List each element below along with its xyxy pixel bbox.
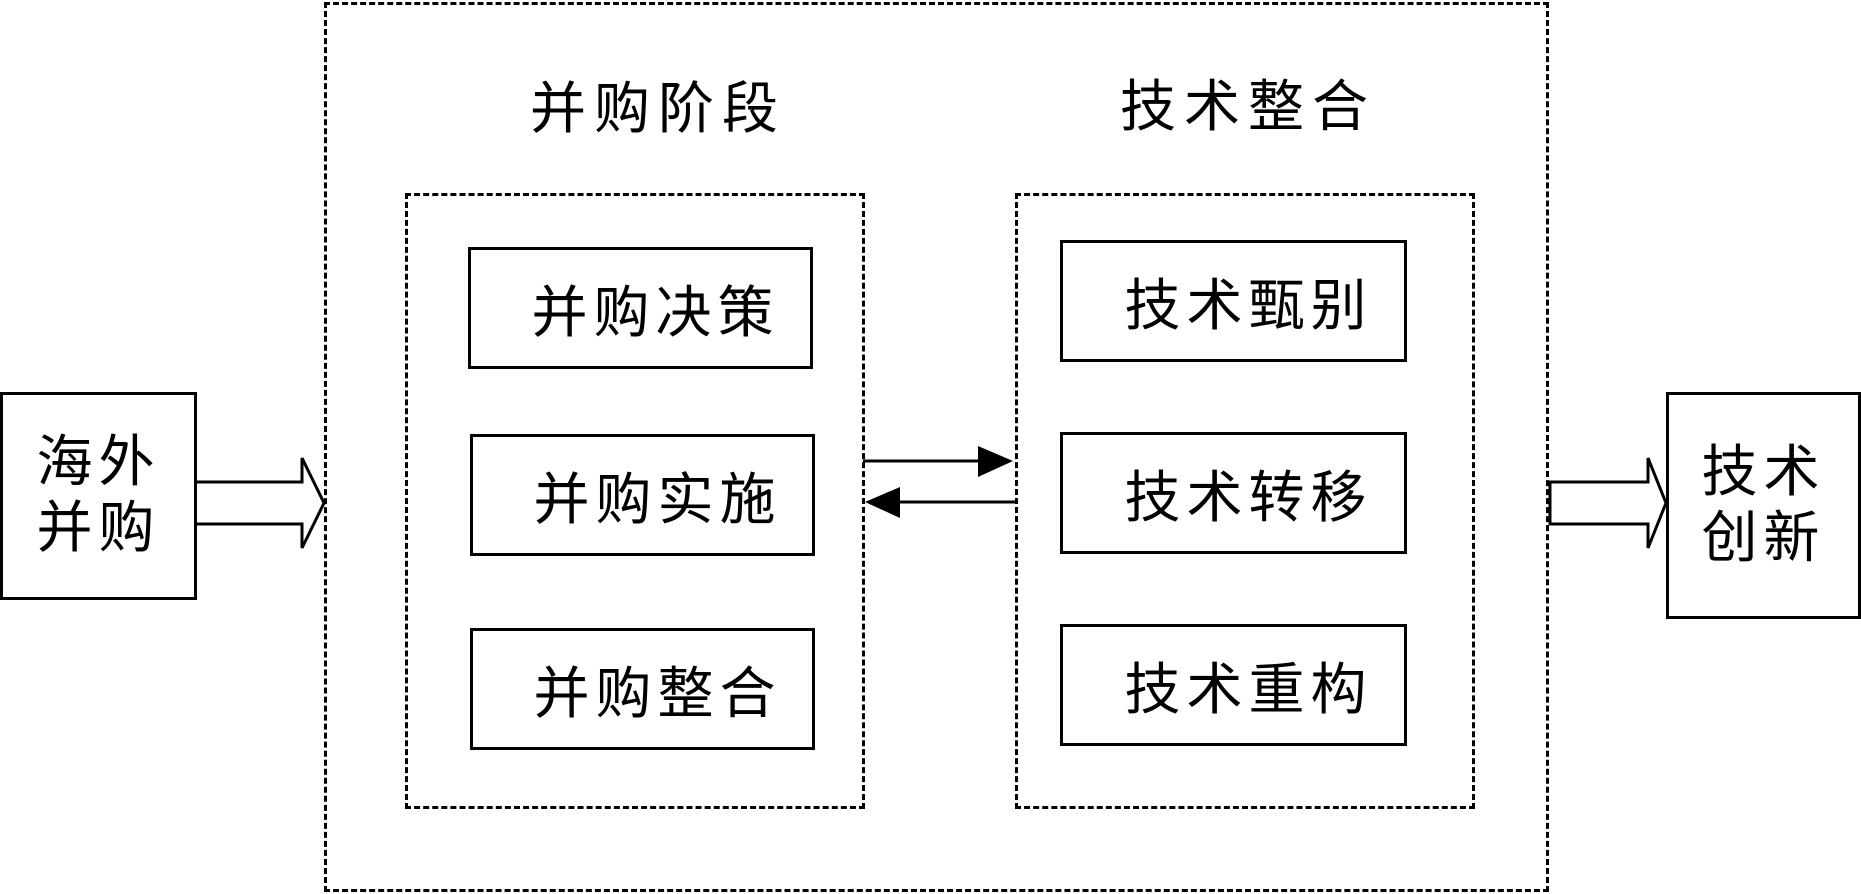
tech-restructure-box: 技术重构 [1060,624,1407,746]
ma-integration-box: 并购整合 [470,628,815,750]
tech-innovation-label: 技术创新 [1701,439,1826,571]
ma-decision-box: 并购决策 [468,247,813,369]
ma-implementation-box: 并购实施 [470,434,815,556]
tech-identification-label: 技术甄别 [1124,273,1373,339]
ma-decision-label: 并购决策 [531,280,780,346]
tech-transfer-label: 技术转移 [1124,465,1373,531]
input-hollow-arrow [197,457,326,549]
ma-integration-label: 并购整合 [533,661,782,727]
ma-stage-group [405,193,865,809]
overseas-ma-label: 海外并购 [36,430,161,561]
backward-arrowhead [865,487,900,518]
forward-arrowhead [978,446,1013,477]
outer-frame [324,2,1549,892]
stage-title-tech-integration: 技术整合 [1120,75,1376,140]
tech-innovation-box: 技术创新 [1666,392,1861,619]
overseas-ma-box: 海外并购 [0,392,197,600]
tech-restructure-label: 技术重构 [1124,657,1373,723]
ma-implementation-label: 并购实施 [533,467,782,533]
tech-identification-box: 技术甄别 [1060,240,1407,362]
tech-integration-group [1015,193,1475,809]
output-hollow-arrow [1548,457,1668,549]
tech-transfer-box: 技术转移 [1060,432,1407,554]
stage-title-ma: 并购阶段 [530,77,786,142]
